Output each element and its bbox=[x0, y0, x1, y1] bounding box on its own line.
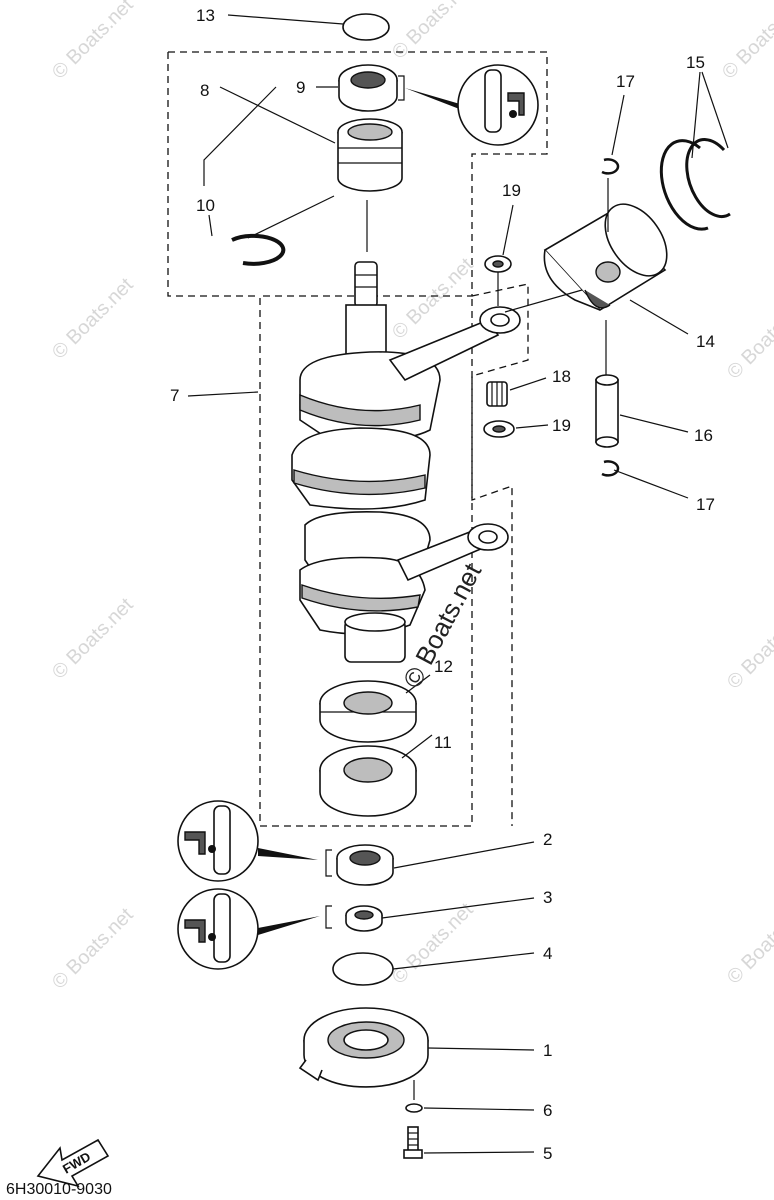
leader-line bbox=[629, 299, 689, 335]
leader-line bbox=[401, 734, 433, 759]
leader-line bbox=[219, 86, 336, 144]
needle-bearing-part bbox=[337, 118, 403, 192]
callout-label: 19 bbox=[552, 416, 571, 435]
watermark-text: © Boats.net bbox=[723, 899, 774, 989]
callout-label: 10 bbox=[196, 196, 215, 215]
labyrinth-seal-part bbox=[319, 680, 417, 743]
leader-line bbox=[227, 14, 344, 25]
leader-line bbox=[515, 424, 549, 429]
callout-label: 15 bbox=[686, 53, 705, 72]
watermark-text: © Boats.net bbox=[388, 0, 478, 64]
callout-label: 19 bbox=[502, 181, 521, 200]
leader-line bbox=[392, 952, 535, 970]
small-end-bearing-part bbox=[486, 381, 508, 407]
piston-ring-part bbox=[659, 139, 709, 231]
callout-label: 18 bbox=[552, 367, 571, 386]
oil-seal-housing-part bbox=[298, 1007, 429, 1088]
callout-label: 11 bbox=[434, 733, 452, 752]
leader-line bbox=[509, 377, 547, 391]
bolt-part bbox=[403, 1126, 423, 1159]
leader-line bbox=[208, 214, 213, 237]
leader-line bbox=[203, 86, 277, 186]
callout-label: 7 bbox=[170, 386, 179, 405]
seal-detail-inset bbox=[457, 64, 539, 146]
watermark-text: © Boats.net bbox=[388, 899, 478, 989]
callout-label: 16 bbox=[694, 426, 713, 445]
leader-line bbox=[423, 1151, 535, 1154]
leader-line bbox=[247, 195, 335, 239]
pointer-wedge bbox=[258, 848, 318, 860]
piston-ring-part bbox=[685, 138, 731, 218]
watermark-text: © Boats.net bbox=[723, 604, 774, 694]
callout-label: 9 bbox=[296, 78, 305, 97]
o-ring-part bbox=[332, 952, 394, 986]
drawing-code: 6H30010-9030 bbox=[6, 1181, 112, 1198]
callout-label: 5 bbox=[543, 1144, 552, 1163]
watermark-text: © Boats.net bbox=[48, 0, 138, 84]
circlip-part bbox=[231, 233, 286, 266]
callout-label: 4 bbox=[543, 944, 552, 963]
upper-dashed-group-left bbox=[167, 52, 260, 297]
washer-part bbox=[405, 1103, 423, 1113]
oil-seal-part bbox=[345, 905, 383, 932]
ball-bearing-part bbox=[319, 745, 417, 817]
watermark-text: © Boats.net bbox=[718, 0, 774, 84]
piston-pin-clip-part bbox=[601, 460, 620, 477]
seal-detail-inset bbox=[177, 800, 259, 882]
bracket bbox=[325, 905, 332, 929]
callout-label: 1 bbox=[543, 1041, 552, 1060]
leader-line bbox=[393, 841, 535, 869]
callout-label: 6 bbox=[543, 1101, 552, 1120]
piston-pin-part bbox=[595, 374, 619, 448]
thrust-washer-hole bbox=[492, 425, 506, 433]
leader-line bbox=[691, 71, 701, 159]
oil-seal-part bbox=[336, 844, 394, 886]
callout-label: 17 bbox=[696, 495, 715, 514]
conrod-dashed-group bbox=[471, 283, 529, 826]
bracket bbox=[398, 75, 405, 101]
pointer-wedge bbox=[405, 88, 462, 110]
thrust-washer-hole bbox=[492, 260, 504, 268]
callout-label: 12 bbox=[434, 657, 453, 676]
seal-detail-inset bbox=[177, 888, 259, 970]
piston-pin-clip-part bbox=[601, 158, 620, 175]
bracket bbox=[325, 849, 332, 877]
connecting-rod-part bbox=[388, 306, 521, 582]
callout-label: 2 bbox=[543, 830, 552, 849]
pointer-wedge bbox=[258, 916, 320, 935]
leader-line bbox=[611, 94, 625, 156]
oil-seal-part bbox=[338, 64, 398, 112]
forward-direction-arrow: FWD bbox=[36, 1138, 110, 1188]
callout-label: 13 bbox=[196, 6, 215, 25]
leader-line bbox=[187, 391, 259, 397]
leader-line bbox=[504, 289, 583, 313]
leader-line bbox=[701, 71, 729, 149]
callout-label: 17 bbox=[616, 72, 635, 91]
leader-line bbox=[613, 469, 689, 499]
leader-line bbox=[427, 1047, 535, 1051]
o-ring-part bbox=[342, 13, 390, 41]
callout-label: 3 bbox=[543, 888, 552, 907]
watermark-text: © Boats.net bbox=[48, 904, 138, 994]
watermark-text: © Boats.net bbox=[48, 594, 138, 684]
leader-line bbox=[405, 674, 431, 694]
callout-label: 8 bbox=[200, 81, 209, 100]
leader-line bbox=[502, 204, 514, 256]
callout-labels: 13 9 8 10 7 17 15 19 14 18 19 16 17 12 1… bbox=[170, 6, 715, 1163]
leader-line bbox=[619, 414, 689, 433]
leader-line bbox=[381, 897, 535, 919]
watermark-text: © Boats.net bbox=[48, 274, 138, 364]
leader-line bbox=[423, 1107, 535, 1111]
watermark-text: © Boats.net bbox=[723, 294, 774, 384]
callout-label: 14 bbox=[696, 332, 715, 351]
piston-part bbox=[543, 203, 668, 312]
